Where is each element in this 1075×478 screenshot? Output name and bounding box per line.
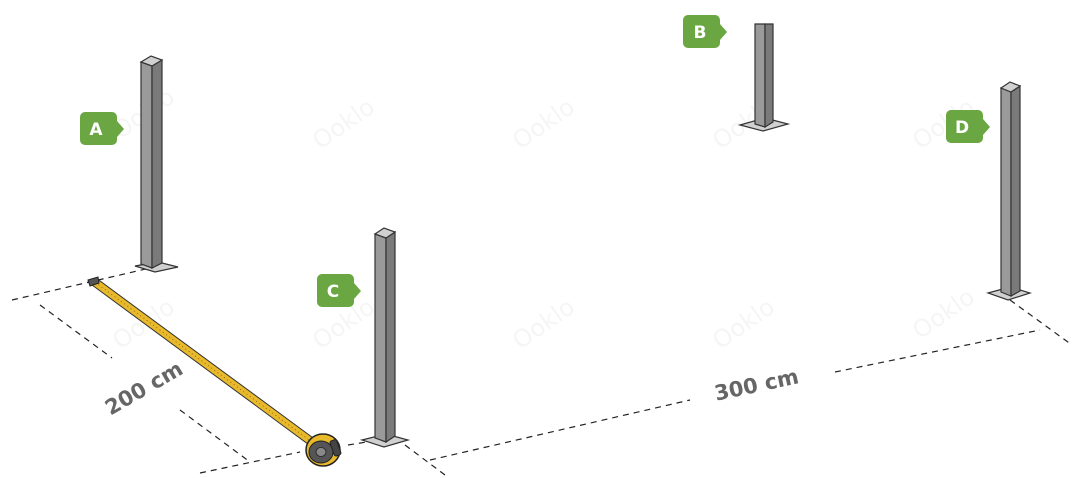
watermark: Ooklo (507, 93, 579, 155)
tag-shape (683, 15, 727, 48)
post-top (999, 81, 1022, 93)
watermark: Ooklo (707, 293, 779, 355)
watermark: Ooklo (507, 293, 579, 355)
length-dim-tick-left (404, 444, 446, 476)
tag-c: C (317, 274, 361, 307)
ground-line-a (11, 267, 151, 301)
tag-label: D (955, 118, 969, 138)
measuring-tape (87, 276, 342, 467)
post-top (373, 227, 397, 239)
post-top (139, 55, 164, 67)
watermark-layer: Ooklo Ooklo Ooklo Ooklo Ooklo Ooklo Ookl… (107, 83, 979, 355)
watermark: Ooklo (907, 283, 979, 345)
post-side (385, 230, 396, 444)
tape-markings (91, 279, 321, 449)
width-dim-line-upper (39, 304, 113, 359)
length-dim-line-right (834, 329, 1041, 373)
tape-hook (87, 276, 100, 287)
tag-shape (946, 110, 990, 143)
tape-lock-button (329, 439, 342, 457)
post-side (151, 58, 163, 269)
post-c (359, 227, 411, 448)
length-dimension-label: 300 cm (712, 364, 801, 405)
length-dim-line-left (429, 399, 691, 461)
tag-label: B (694, 23, 707, 43)
post-front (1000, 87, 1012, 297)
post-side (764, 23, 774, 129)
tag-b: B (683, 15, 727, 48)
post-a (134, 55, 179, 273)
post-d (985, 81, 1033, 301)
width-dim-line-lower (179, 409, 251, 463)
tag-label: A (89, 120, 103, 140)
tape-blade (87, 277, 325, 451)
watermark: Ooklo (307, 93, 379, 155)
post-b (737, 23, 791, 132)
length-dim-tick-right (1009, 299, 1073, 346)
tape-case-hub (315, 447, 327, 457)
tag-d: D (946, 110, 990, 143)
post-side (1010, 84, 1021, 298)
post-front (754, 23, 766, 128)
tag-a: A (80, 112, 124, 145)
tag-label: C (327, 282, 339, 302)
ground-line-c (199, 451, 301, 474)
post-front (140, 61, 153, 269)
tag-shape (80, 112, 124, 145)
tag-shape (317, 274, 361, 307)
post-front (374, 233, 387, 443)
width-dimension-label: 200 cm (101, 357, 187, 421)
